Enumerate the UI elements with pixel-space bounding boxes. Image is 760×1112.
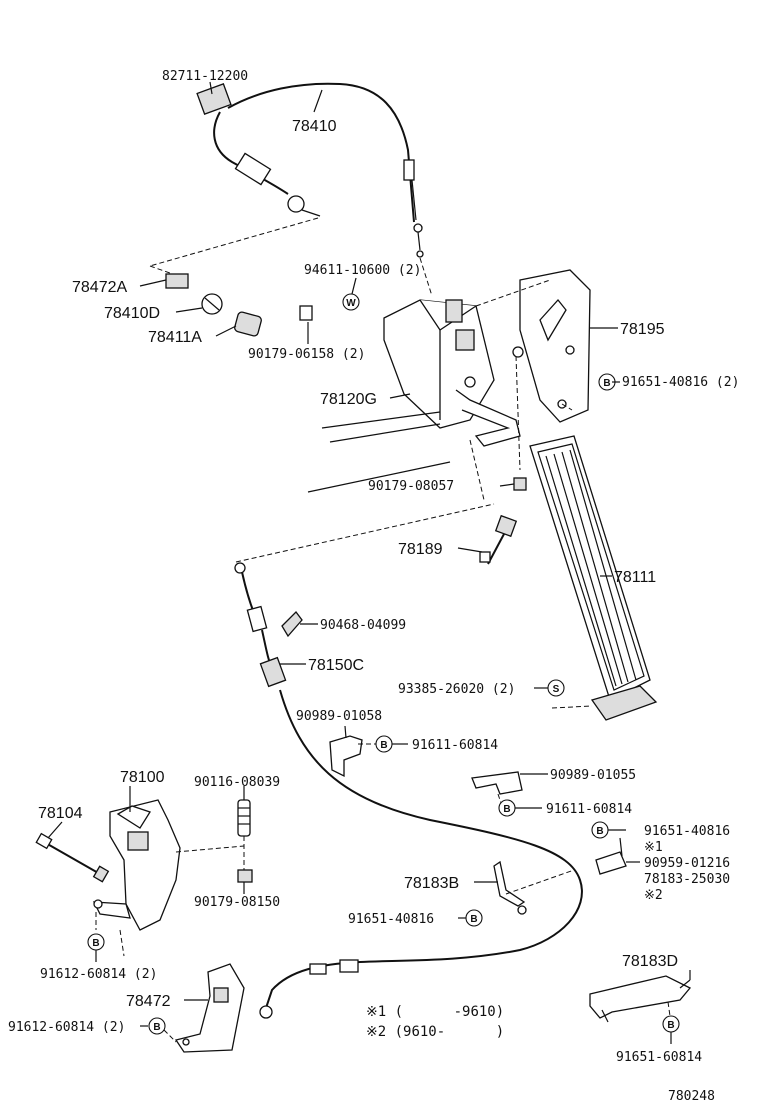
parts-78472A-78410D-78411A — [165, 273, 313, 337]
label-78104: 78104 — [38, 805, 83, 822]
label-91651-40816-b: 91651-40816 — [348, 912, 434, 927]
symbol-b-circle: B — [662, 1015, 680, 1033]
symbol-b-circle: B — [465, 909, 483, 927]
clamp-90989-01055 — [471, 771, 523, 795]
label-91611-60814-a: 91611-60814 — [412, 738, 498, 753]
label-90116-08039: 90116-08039 — [194, 775, 280, 790]
cable-nut — [287, 195, 305, 213]
note-2: ※2 (9610- ) — [366, 1024, 504, 1040]
label-91612-60814-a: 91612-60814 (2) — [40, 967, 157, 982]
label-78111: 78111 — [614, 569, 656, 586]
symbol-w-circle: W — [342, 293, 360, 311]
symbol-b-circle: B — [375, 735, 393, 753]
svg-text:B: B — [596, 826, 603, 837]
clip-90468-04099 — [281, 611, 303, 638]
label-90179-06158: 90179-06158 (2) — [248, 347, 365, 362]
label-78120G: 78120G — [320, 391, 377, 408]
label-90989-01055: 90989-01055 — [550, 768, 636, 783]
pedal-pad-78111 — [529, 435, 658, 721]
label-78410D: 78410D — [104, 305, 160, 322]
label-90989-01058: 90989-01058 — [296, 709, 382, 724]
svg-text:B: B — [92, 938, 99, 949]
symbol-b-circle: B — [498, 799, 516, 817]
rod-78104 — [35, 832, 110, 883]
svg-text:B: B — [503, 804, 510, 815]
label-91611-60814-b: 91611-60814 — [546, 802, 632, 817]
label-78411A: 78411A — [148, 329, 202, 346]
bolt-78189 — [479, 514, 518, 565]
svg-text:B: B — [380, 740, 387, 751]
bracket-78183B — [493, 860, 526, 907]
cable-78410 — [196, 82, 424, 258]
svg-text:B: B — [470, 914, 477, 925]
label-91612-60814-b: 91612-60814 (2) — [8, 1020, 125, 1035]
label-90179-08150: 90179-08150 — [194, 895, 280, 910]
retainer-78472A — [165, 273, 189, 289]
label-93385-26020: 93385-26020 (2) — [398, 682, 515, 697]
label-90468-04099: 90468-04099 — [320, 618, 406, 633]
label-91651-40816-2: 91651-40816 (2) — [622, 375, 739, 390]
cable-adjuster — [234, 152, 272, 186]
label-78195: 78195 — [620, 321, 665, 338]
label-78472A: 78472A — [72, 279, 127, 296]
svg-text:B: B — [667, 1020, 674, 1031]
note-1: ※1 ( -9610) — [366, 1004, 504, 1020]
lever-78195 — [519, 269, 591, 423]
spring-90116-08039 — [237, 799, 253, 883]
label-91651-40816-a: 91651-40816 — [644, 824, 730, 839]
label-78100: 78100 — [120, 769, 165, 786]
clamp-90959-01216 — [595, 851, 627, 875]
bracket-78100 — [92, 799, 181, 931]
symbol-b-circle: B — [148, 1017, 166, 1035]
svg-text:B: B — [603, 378, 610, 389]
cable-78150C — [234, 562, 583, 1019]
svg-text:B: B — [153, 1022, 160, 1033]
nut-90179-08057 — [513, 477, 527, 491]
symbol-b-circle: B — [591, 821, 609, 839]
label-78410: 78410 — [292, 118, 337, 135]
figure-number: 780248 — [668, 1089, 715, 1104]
label-mark-2: ※2 — [644, 888, 663, 903]
nut-90179-06158 — [299, 305, 313, 321]
label-78183-25030: 78183-25030 — [644, 872, 730, 887]
symbol-s-circle: S — [547, 679, 565, 697]
knob-78411A — [234, 311, 262, 337]
svg-text:S: S — [553, 684, 560, 695]
bracket-78472 — [174, 963, 245, 1053]
label-90959-01216: 90959-01216 — [644, 856, 730, 871]
label-78189: 78189 — [398, 541, 443, 558]
clip-82711-12200 — [196, 83, 232, 115]
label-mark-1: ※1 — [644, 840, 663, 855]
bracket-78183D — [589, 975, 692, 1019]
label-82711-12200: 82711-12200 — [162, 69, 248, 84]
label-91651-60814: 91651-60814 — [616, 1050, 702, 1065]
svg-text:W: W — [346, 298, 356, 309]
clamp-90989-01058 — [329, 735, 363, 778]
label-78183B: 78183B — [404, 875, 459, 892]
bolt-90179-08057 — [512, 346, 524, 358]
symbol-b-circle: B — [87, 933, 105, 951]
label-94611-10600: 94611-10600 (2) — [304, 263, 421, 278]
label-78472: 78472 — [126, 993, 171, 1010]
label-90179-08057: 90179-08057 — [368, 479, 454, 494]
label-78183D: 78183D — [622, 953, 678, 970]
pedal-bracket-78120G — [383, 299, 521, 447]
label-78150C: 78150C — [308, 657, 364, 674]
cable-end-fitting — [403, 159, 415, 181]
